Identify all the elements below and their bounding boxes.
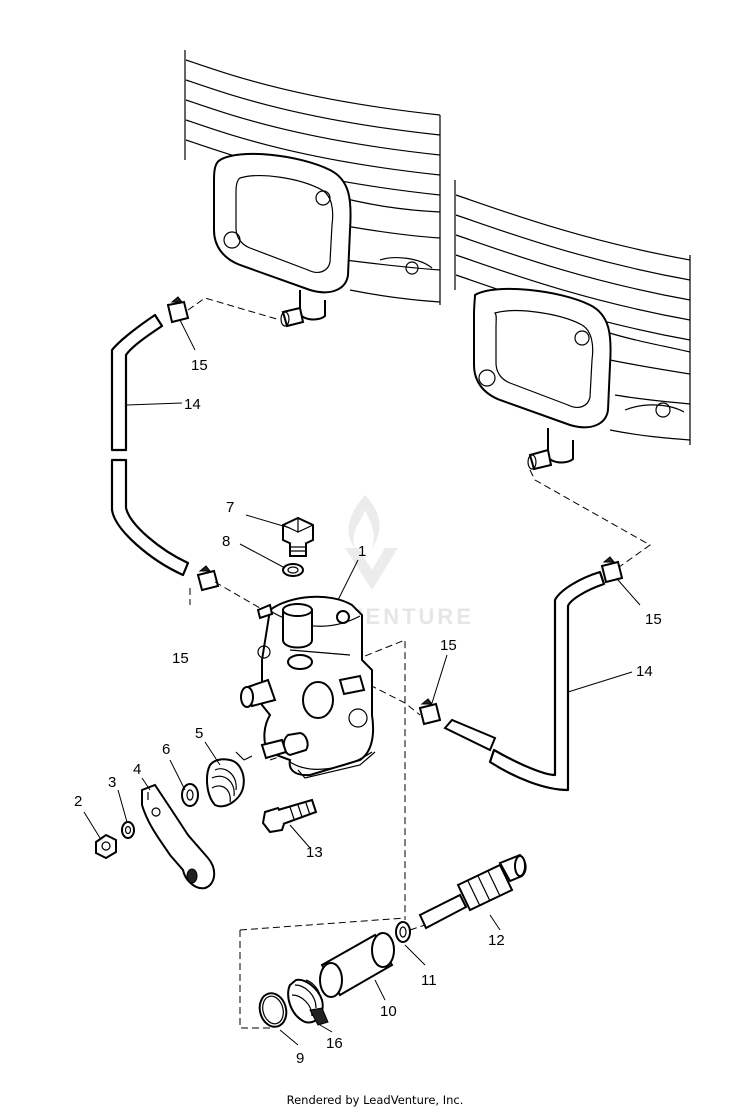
- engine-cylinder-right: [454, 180, 691, 471]
- throttle-lever: [141, 783, 216, 890]
- mounting-screw: [261, 798, 318, 834]
- lock-washer: [121, 821, 135, 839]
- callout-11: 11: [421, 972, 437, 989]
- footer-credit: Rendered by LeadVenture, Inc.: [286, 1093, 464, 1107]
- sealing-washer: [282, 563, 304, 577]
- callout-2: 2: [74, 793, 82, 810]
- callout-15-upper-left: 15: [191, 357, 208, 374]
- callout-13: 13: [306, 844, 323, 861]
- hose-clamp-lower-left: [196, 565, 220, 592]
- callout-15-center: 15: [440, 637, 457, 654]
- callout-1: 1: [358, 543, 366, 560]
- callout-5: 5: [195, 725, 203, 742]
- banjo-bolt: [282, 516, 314, 557]
- callout-labels: 1 2 3 4 5 6 7 8 9 10 11 12 13 14 14 15 1…: [74, 357, 662, 1067]
- callout-14-right: 14: [636, 663, 653, 680]
- callout-4: 4: [133, 761, 141, 778]
- hex-nut: [95, 833, 117, 860]
- callout-10: 10: [380, 1003, 397, 1020]
- hose-clamp-upper-right: [600, 556, 624, 584]
- hose-clamp-lower-right: [418, 698, 442, 726]
- callout-15-lower-left: 15: [172, 650, 189, 667]
- drive-spring: [287, 978, 329, 1026]
- thrust-washer: [395, 921, 411, 943]
- callout-8: 8: [222, 533, 230, 550]
- o-ring: [258, 992, 288, 1028]
- callout-9: 9: [296, 1050, 304, 1067]
- pump-drive-shaft: [418, 853, 527, 930]
- oil-pump-assembly: [240, 595, 376, 779]
- engine-cylinder-left: [184, 50, 441, 328]
- leader-lines: [83, 319, 641, 1046]
- drive-bushing: [319, 932, 395, 998]
- oil-hose-left: [110, 313, 190, 577]
- callout-14-left: 14: [184, 396, 201, 413]
- callout-7: 7: [226, 499, 234, 516]
- oil-hose-right: [443, 570, 606, 792]
- callout-16: 16: [326, 1035, 343, 1052]
- callout-3: 3: [108, 774, 116, 791]
- callout-6: 6: [162, 741, 170, 758]
- callout-15-right: 15: [645, 611, 662, 628]
- return-spring: [206, 751, 253, 808]
- hose-clamp-upper-left: [166, 296, 190, 324]
- flat-washer: [181, 783, 199, 807]
- callout-12: 12: [488, 932, 505, 949]
